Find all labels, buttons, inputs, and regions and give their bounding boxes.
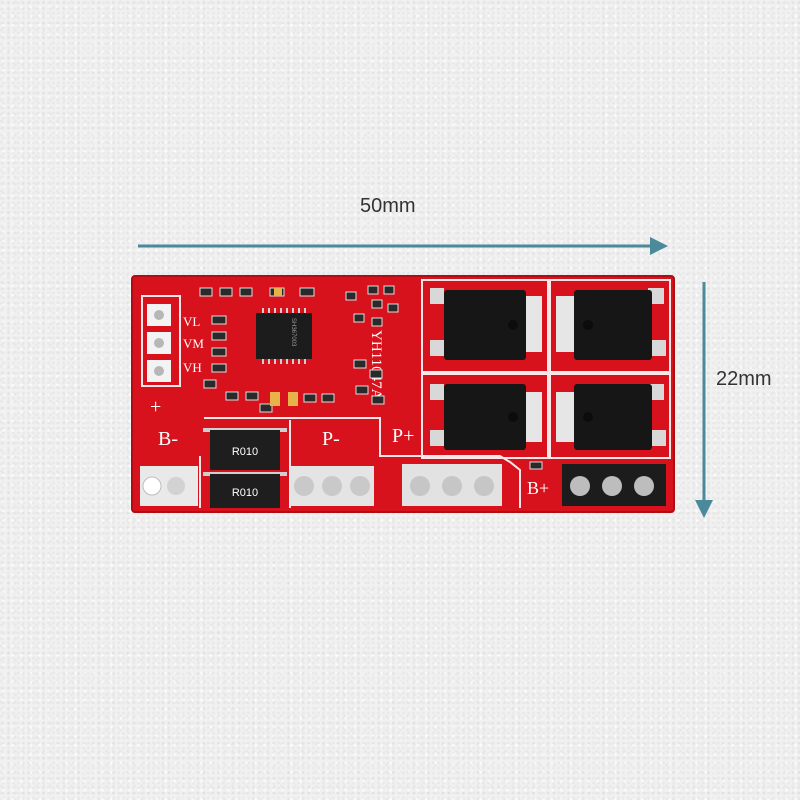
vl-label: VL bbox=[183, 314, 200, 329]
resistor-label-2: R010 bbox=[232, 487, 258, 499]
b-plus-pad bbox=[562, 464, 666, 506]
height-dimension-label: 22mm bbox=[716, 368, 772, 390]
width-dimension-label: 50mm bbox=[360, 195, 416, 217]
vh-label: VH bbox=[183, 360, 202, 375]
p-plus-pad bbox=[402, 464, 502, 506]
mosfet-bottom-right bbox=[556, 384, 666, 450]
smd-components bbox=[199, 285, 543, 470]
resistor-label-1: R010 bbox=[232, 446, 258, 458]
sense-resistors: R010 R010 bbox=[203, 428, 287, 508]
b-minus-pad bbox=[140, 466, 198, 506]
mosfet-bottom-left bbox=[430, 384, 542, 450]
ic-label: SH367003 bbox=[290, 318, 296, 347]
capacitors bbox=[270, 288, 298, 406]
mosfet-top-left bbox=[430, 288, 542, 360]
p-minus-label: P- bbox=[322, 428, 340, 450]
balance-header bbox=[147, 304, 171, 382]
b-plus-label: B+ bbox=[527, 478, 549, 498]
p-plus-label: P+ bbox=[392, 425, 414, 447]
protection-ic: SH367003 bbox=[256, 308, 312, 364]
width-arrow bbox=[138, 237, 668, 255]
model-label: YH11047A bbox=[368, 330, 384, 400]
plus-mark: + bbox=[150, 396, 161, 418]
vm-label: VM bbox=[183, 336, 204, 351]
height-arrow bbox=[695, 282, 713, 518]
b-minus-label: B- bbox=[158, 428, 178, 450]
p-minus-pad bbox=[290, 466, 374, 506]
mosfet-top-right bbox=[556, 288, 666, 360]
pcb-board: VL VM VH + B- P- P+ B+ YH11047A SH367003 bbox=[131, 275, 675, 513]
